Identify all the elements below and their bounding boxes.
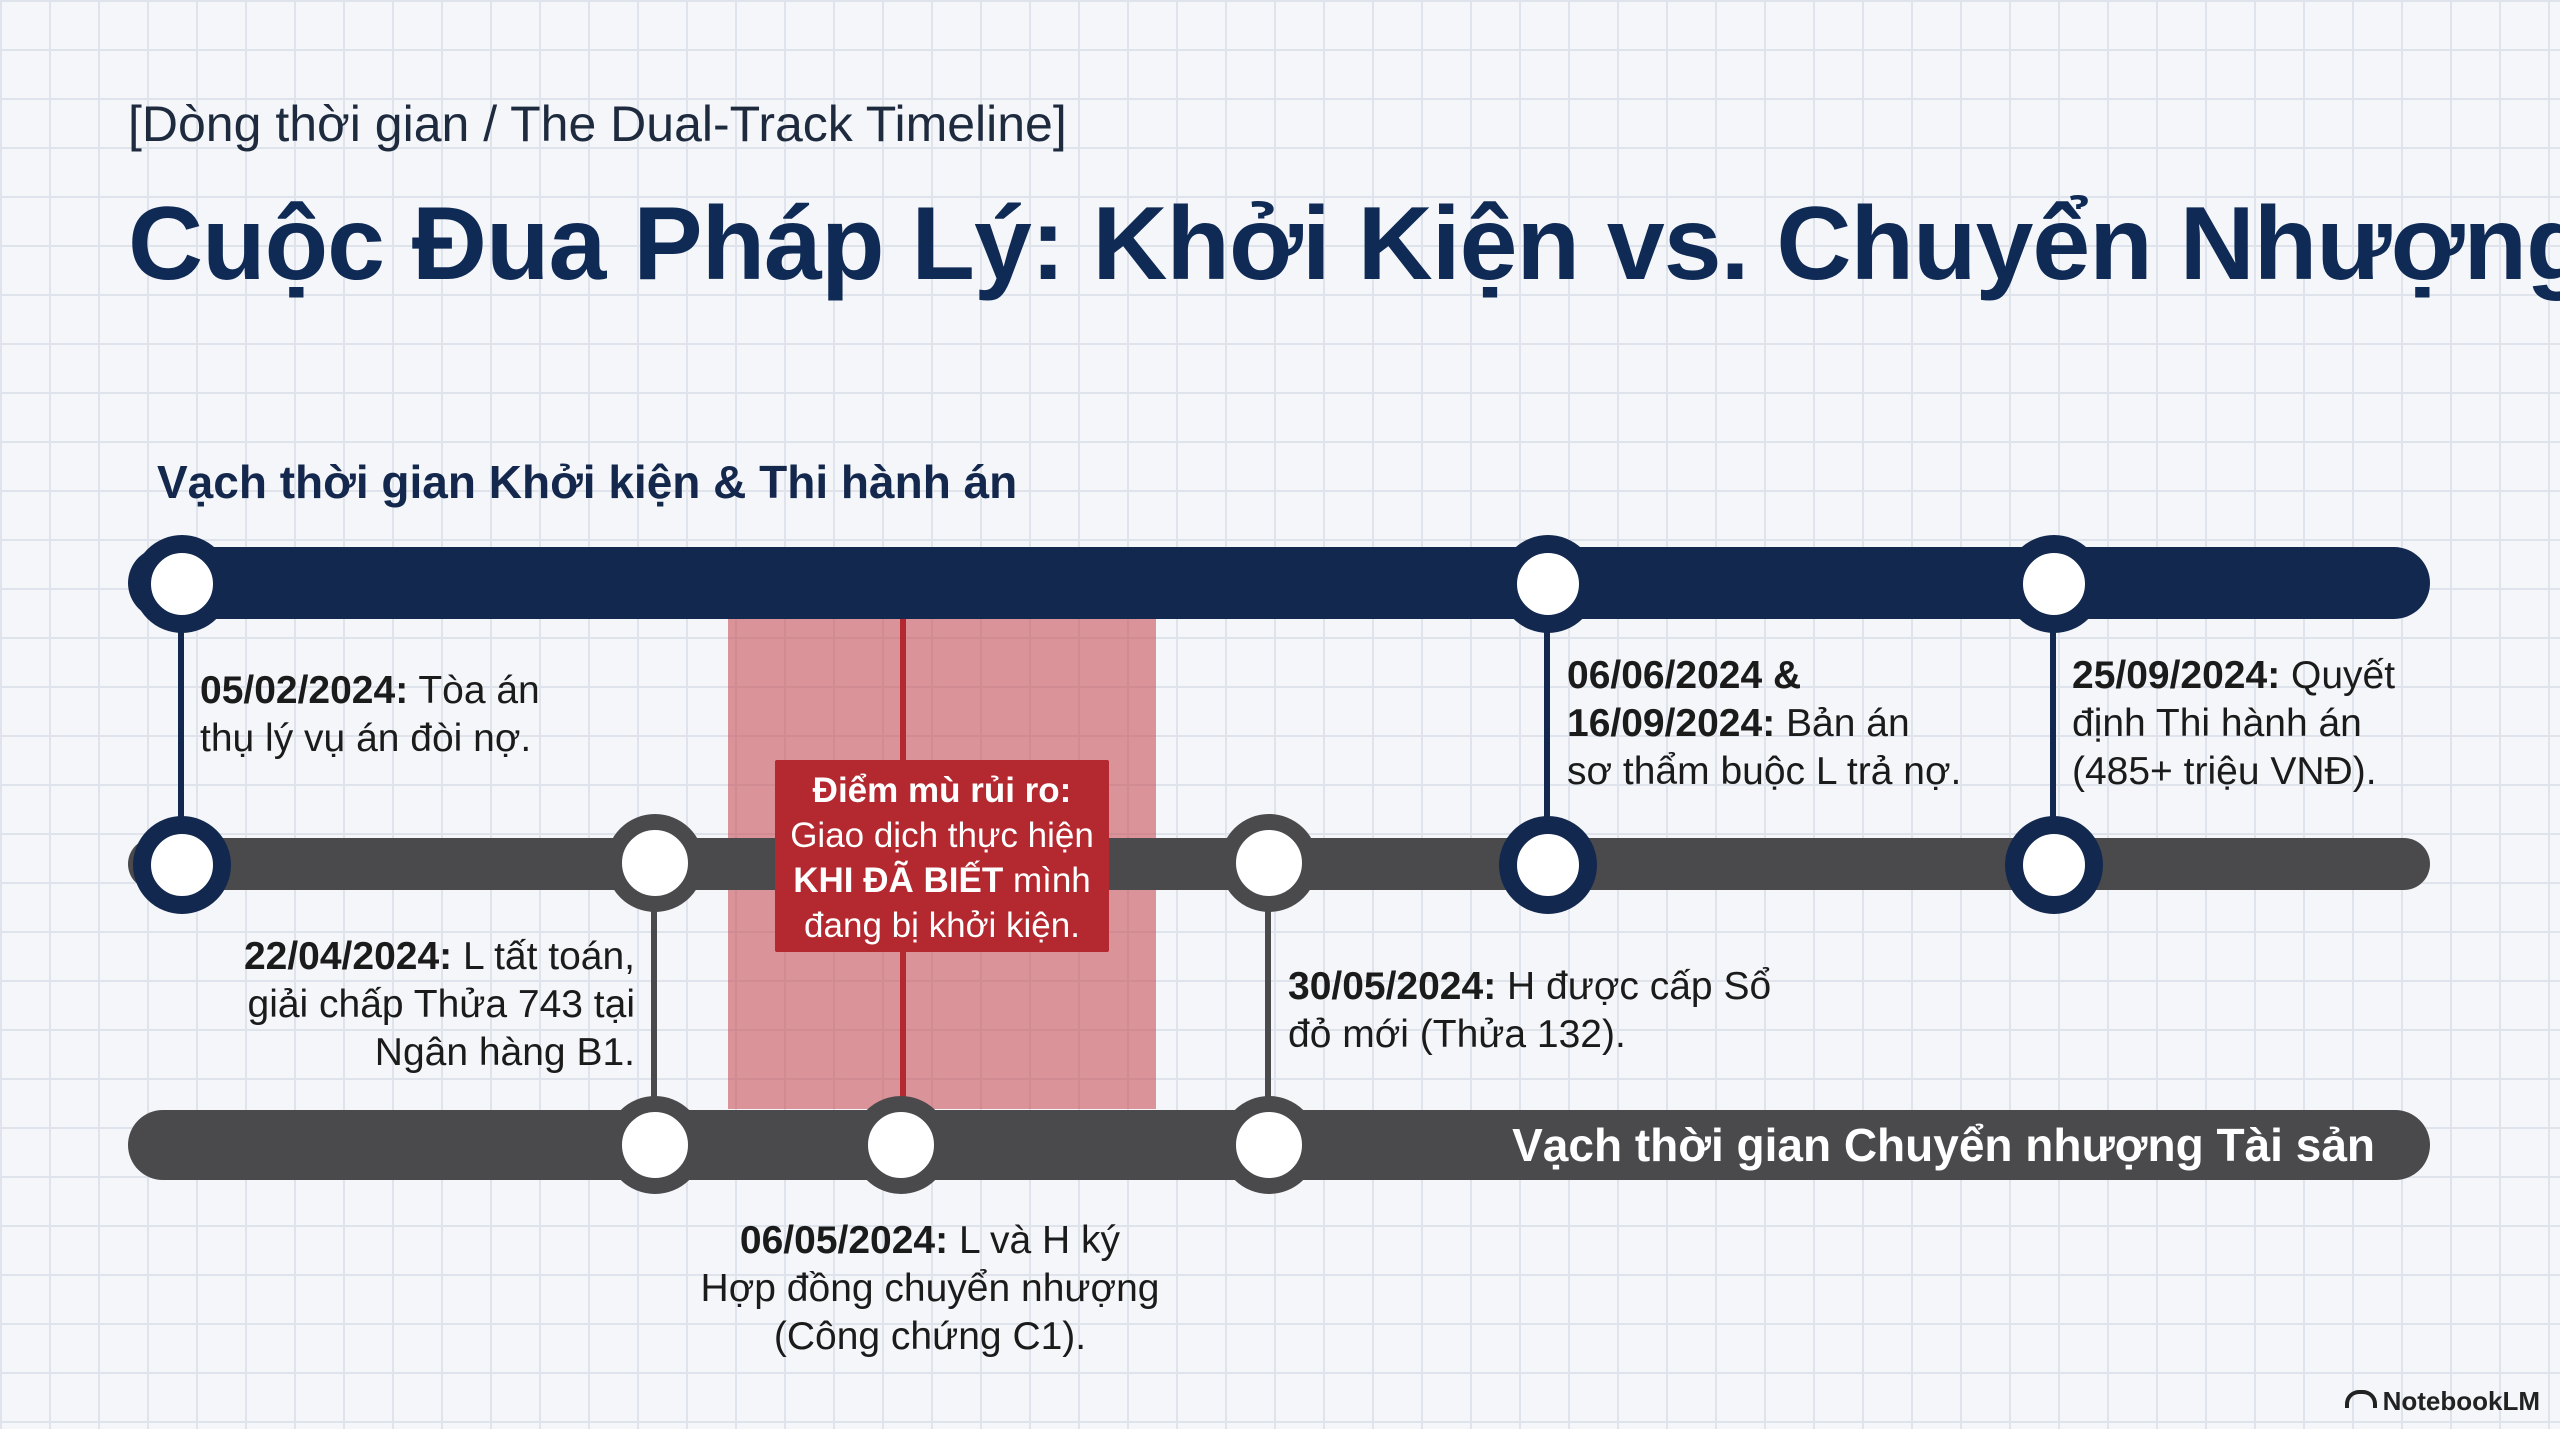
risk-callout-title: Điểm mù rủi ro:: [812, 771, 1072, 810]
event-25-09-2024: 25/09/2024: Quyết định Thi hành án (485+…: [2072, 654, 2396, 793]
timeline-node: [852, 1096, 950, 1194]
timeline-node: [606, 1096, 704, 1194]
timeline-node: [133, 535, 231, 633]
timeline-node: [1499, 535, 1597, 633]
page-title: Cuộc Đua Pháp Lý: Khởi Kiện vs. Chuyển N…: [128, 186, 2560, 302]
event-05-02-2024: 05/02/2024: Tòa án thụ lý vụ án đòi nợ.: [200, 669, 540, 760]
brand-logo: NotebookLM: [2344, 1386, 2540, 1417]
notebooklm-icon: [2344, 1390, 2377, 1408]
timeline-node: [606, 814, 704, 912]
litigation-track-label: Vạch thời gian Khởi kiện & Thi hành án: [157, 456, 1018, 508]
connector-line: [178, 610, 184, 870]
timeline-node: [1220, 1096, 1318, 1194]
event-30-05-2024: 30/05/2024: H được cấp Sổ đỏ mới (Thửa 1…: [1288, 965, 1772, 1056]
risk-callout: Điểm mù rủi ro: Giao dịch thực hiện KHI …: [775, 760, 1109, 952]
event-22-04-2024: 22/04/2024: L tất toán, giải chấp Thửa 7…: [243, 935, 635, 1074]
connector-line: [1265, 860, 1271, 1140]
event-06-05-2024: 06/05/2024: L và H ký Hợp đồng chuyển nh…: [700, 1219, 1160, 1358]
timeline-node: [2005, 816, 2103, 914]
transfer-track-label: Vạch thời gian Chuyển nhượng Tài sản: [1512, 1119, 2375, 1171]
timeline-node: [133, 816, 231, 914]
connector-line: [651, 860, 657, 1140]
connector-line: [2050, 610, 2056, 870]
timeline-node: [2005, 535, 2103, 633]
timeline-node: [1499, 816, 1597, 914]
timeline-node: [1220, 814, 1318, 912]
subtitle: [Dòng thời gian / The Dual-Track Timelin…: [128, 96, 1067, 152]
connector-line: [1544, 610, 1550, 870]
event-06-06-2024: 06/06/2024 & 16/09/2024: Bản án sơ thẩm …: [1567, 654, 1962, 793]
